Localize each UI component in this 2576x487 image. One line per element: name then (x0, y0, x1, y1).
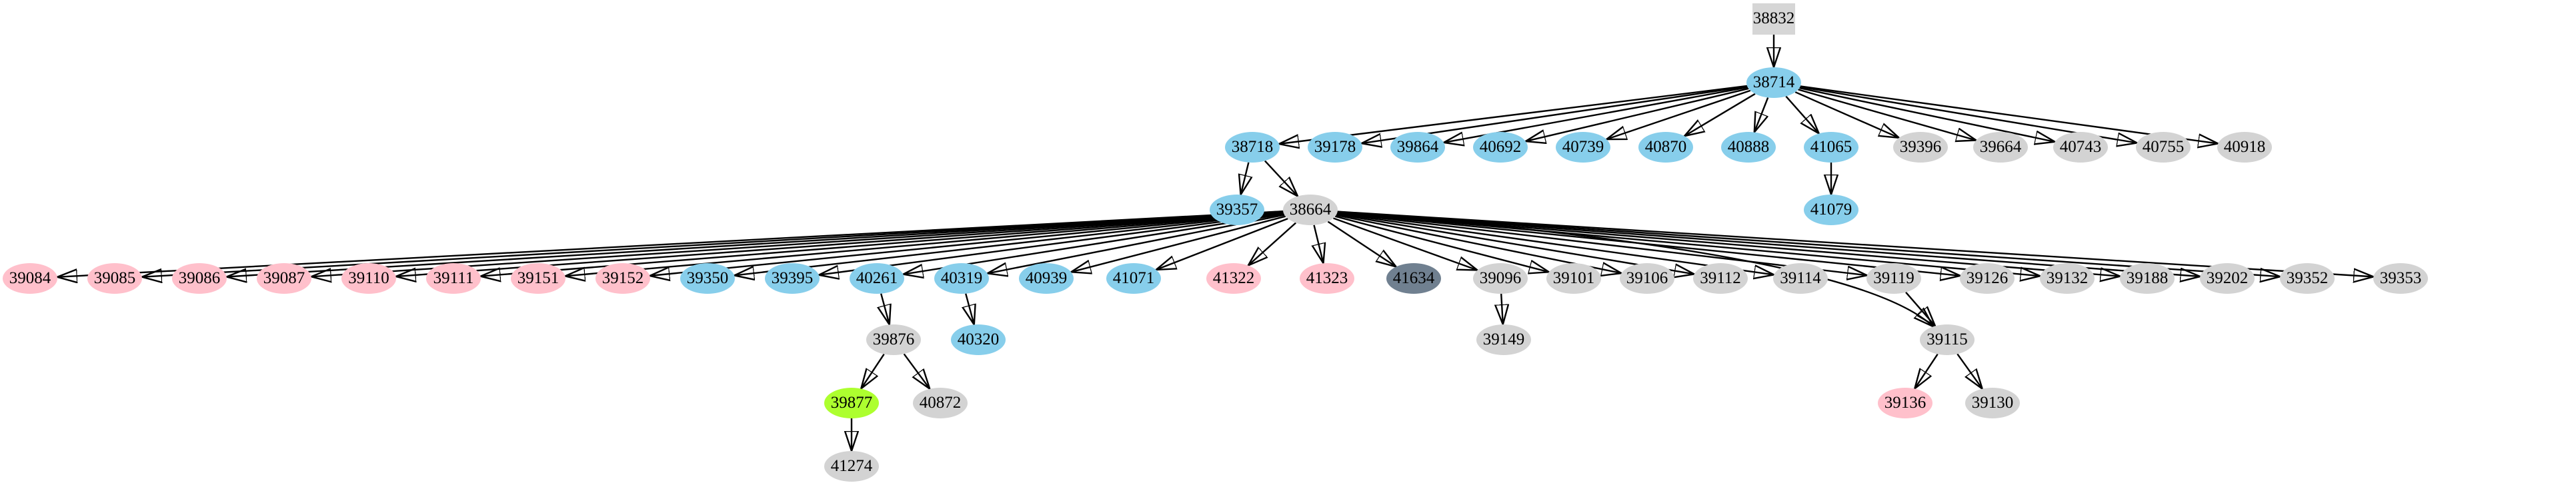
graph-node-38664: 38664 (1283, 195, 1338, 225)
edge-38718-39357 (1241, 162, 1249, 195)
graph-node-40261: 40261 (850, 263, 904, 294)
graph-node-39111: 39111 (426, 263, 481, 294)
edge-38664-39087 (311, 211, 1284, 277)
graph-node-39096: 39096 (1473, 263, 1528, 294)
graph-node-39149: 39149 (1476, 324, 1531, 355)
edge-38718-38664 (1264, 160, 1298, 196)
graph-node-38714: 38714 (1746, 67, 1801, 98)
graph-node-39084: 39084 (3, 263, 57, 294)
graph-node-39202: 39202 (2200, 263, 2255, 294)
graph-node-39114: 39114 (1773, 263, 1828, 294)
graph-node-40692: 40692 (1473, 132, 1528, 163)
graph-node-40888: 40888 (1721, 132, 1776, 163)
edge-38664-39084 (57, 211, 1284, 277)
graph-node-40918: 40918 (2217, 132, 2272, 163)
edge-39876-39877 (861, 353, 885, 389)
graph-node-39115: 39115 (1920, 324, 1975, 355)
graph-node-39132: 39132 (2040, 263, 2095, 294)
graph-node-40320: 40320 (951, 324, 1006, 355)
edge-39115-39130 (1957, 353, 1982, 388)
graph-node-39877: 39877 (824, 388, 879, 418)
graph-node-41071: 41071 (1106, 263, 1161, 294)
graph-node-39126: 39126 (1960, 263, 2015, 294)
edge-38714-38718 (1279, 85, 1748, 144)
graph-node-39395: 39395 (765, 263, 820, 294)
graph-node-40319: 40319 (934, 263, 989, 294)
edge-38714-40739 (1606, 89, 1751, 139)
edge-38664-39114 (1336, 213, 1774, 275)
graph-node-39130: 39130 (1965, 388, 2020, 418)
edge-38664-39085 (142, 211, 1284, 276)
edge-38714-39396 (1794, 91, 1899, 138)
graph-node-39152: 39152 (595, 263, 650, 294)
edge-38664-40939 (1071, 215, 1286, 272)
edge-38664-39151 (565, 211, 1284, 276)
graph-node-39664: 39664 (1973, 132, 2028, 163)
edge-38664-39115 (1337, 211, 1933, 326)
edge-38664-39119 (1336, 212, 1867, 276)
graph-node-38718: 38718 (1225, 132, 1280, 163)
graph-node-41274: 41274 (824, 451, 879, 482)
edge-40261-39876 (881, 293, 890, 325)
graph-node-39112: 39112 (1693, 263, 1748, 294)
graph-node-39353: 39353 (2373, 263, 2428, 294)
graph-node-40870: 40870 (1638, 132, 1693, 163)
edge-39115-39136 (1914, 353, 1939, 389)
edge-38664-41634 (1327, 221, 1396, 267)
edge-38664-39395 (819, 213, 1284, 274)
edge-38664-39132 (1337, 211, 2041, 276)
edge-38714-40870 (1684, 93, 1756, 136)
graph-node-39106: 39106 (1620, 263, 1674, 294)
graph-node-39101: 39101 (1546, 263, 1601, 294)
graph-node-39136: 39136 (1878, 388, 1933, 418)
edge-38664-39101 (1334, 215, 1549, 272)
graph-node-39864: 39864 (1390, 132, 1445, 163)
edge-39876-40872 (903, 353, 930, 388)
graph-node-39357: 39357 (1210, 195, 1264, 225)
graph-node-40755: 40755 (2136, 132, 2191, 163)
edge-38714-40692 (1526, 87, 1749, 141)
graph-node-38832: 38832 (1752, 3, 1795, 35)
edge-39096-39149 (1501, 293, 1503, 324)
graph-node-39087: 39087 (257, 263, 311, 294)
edge-38664-39096 (1333, 217, 1478, 270)
graph-node-39086: 39086 (172, 263, 227, 294)
graph-node-40939: 40939 (1019, 263, 1074, 294)
graph-node-39188: 39188 (2120, 263, 2175, 294)
edge-38664-41071 (1156, 217, 1288, 270)
graph-node-39119: 39119 (1866, 263, 1921, 294)
edge-38664-39350 (734, 212, 1284, 276)
edge-38664-39152 (650, 211, 1284, 276)
edge-38664-39352 (1337, 211, 2281, 276)
edge-40319-40320 (966, 293, 974, 325)
edge-38664-41322 (1248, 222, 1297, 266)
graph-node-39151: 39151 (511, 263, 565, 294)
graph-node-41065: 41065 (1804, 132, 1858, 163)
edge-38664-41323 (1314, 225, 1324, 263)
edge-38714-39664 (1798, 89, 1977, 140)
graph-node-39396: 39396 (1893, 132, 1948, 163)
graph-node-40739: 40739 (1556, 132, 1610, 163)
edge-38664-39353 (1337, 211, 2374, 277)
graph-edges (57, 34, 2374, 452)
graph-node-39350: 39350 (680, 263, 735, 294)
edge-38664-39086 (227, 211, 1284, 277)
graph-node-41322: 41322 (1206, 263, 1261, 294)
edge-38714-40888 (1754, 97, 1769, 133)
edge-38714-41065 (1785, 95, 1818, 134)
graph-node-39876: 39876 (866, 324, 921, 355)
graph-node-39110: 39110 (341, 263, 396, 294)
graph-node-41079: 41079 (1804, 195, 1858, 225)
graph-node-39085: 39085 (87, 263, 142, 294)
edge-39119-39115 (1905, 291, 1935, 326)
graph-node-40872: 40872 (913, 388, 968, 418)
graph-node-39178: 39178 (1308, 132, 1362, 163)
graph-node-41634: 41634 (1386, 263, 1441, 294)
graph-node-40743: 40743 (2053, 132, 2108, 163)
graph-node-39352: 39352 (2280, 263, 2335, 294)
graph-node-41323: 41323 (1300, 263, 1354, 294)
